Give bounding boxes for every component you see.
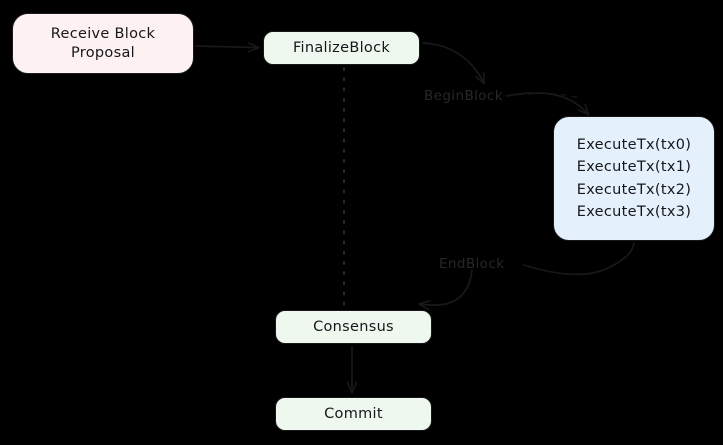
edge-label-begin-block: BeginBlock — [424, 88, 503, 104]
node-receive-block-proposal-label: Receive Block Proposal — [50, 25, 156, 61]
execute-tx-line-0: ExecuteTx(tx0) — [576, 137, 692, 154]
execute-tx-line-1: ExecuteTx(tx1) — [576, 159, 692, 176]
node-commit[interactable]: Commit — [275, 397, 432, 431]
node-consensus[interactable]: Consensus — [275, 310, 432, 344]
node-consensus-label: Consensus — [313, 318, 394, 335]
execute-tx-line-2: ExecuteTx(tx2) — [576, 181, 692, 198]
node-execute-tx-list[interactable]: ExecuteTx(tx0) ExecuteTx(tx1) ExecuteTx(… — [553, 116, 715, 241]
edge-finalize-to-beginblock — [422, 42, 484, 83]
edge-endblock-to-consensus — [420, 269, 473, 305]
edge-beginblock-to-executetx — [505, 92, 588, 114]
edge-receive-to-finalize — [195, 46, 258, 48]
execute-tx-line-3: ExecuteTx(tx3) — [576, 203, 692, 220]
node-commit-label: Commit — [324, 405, 383, 422]
node-finalize-block[interactable]: FinalizeBlock — [263, 31, 420, 65]
edge-label-end-block: EndBlock — [439, 256, 505, 272]
node-receive-block-proposal[interactable]: Receive Block Proposal — [12, 13, 194, 74]
node-finalize-block-label: FinalizeBlock — [292, 39, 391, 56]
edge-executetx-to-endblock — [523, 242, 635, 276]
